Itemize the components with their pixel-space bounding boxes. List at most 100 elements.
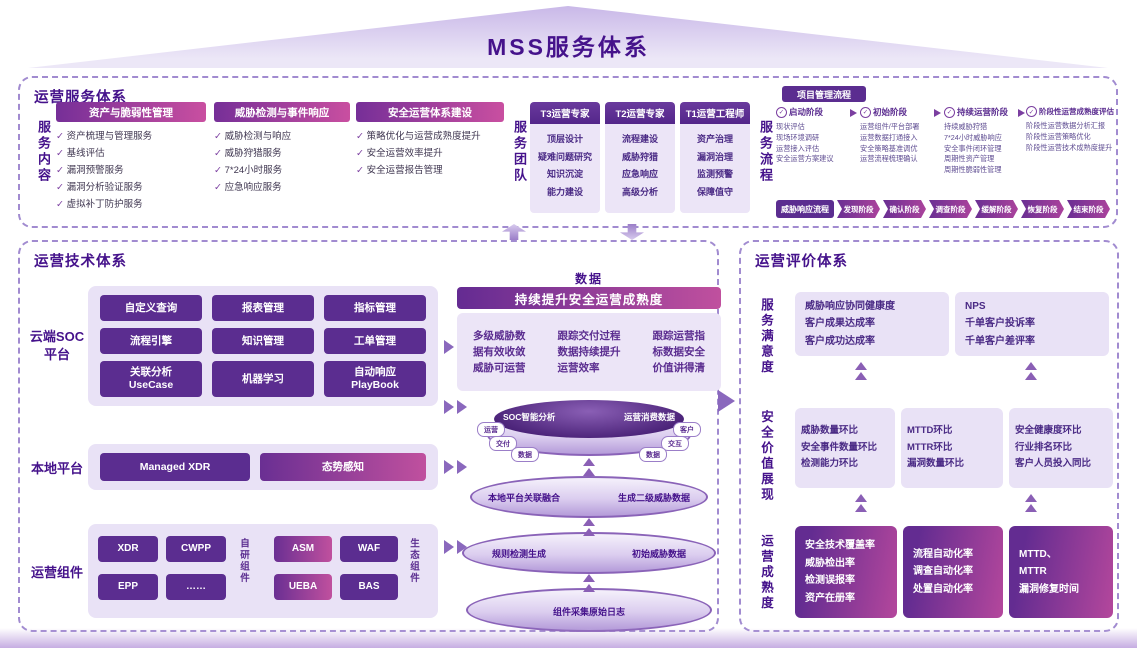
local-box-situation-awareness: 态势感知 bbox=[260, 453, 426, 481]
team-card-header: T1运营工程师 bbox=[680, 102, 750, 124]
arrow-right-icon bbox=[850, 109, 857, 117]
check-item: 虚拟补丁防护服务 bbox=[56, 196, 206, 210]
benefits-panel: 多级威胁数 据有效收敛 威胁可运营 跟踪交付过程 数据持续提升 运营效率 跟踪运… bbox=[457, 313, 721, 391]
team-card-t3: T3运营专家 顶层设计 疑难问题研究 知识沉淀 能力建设 bbox=[530, 102, 600, 213]
component-box-cwpp: CWPP bbox=[166, 536, 226, 562]
component-box-waf: WAF bbox=[340, 536, 398, 562]
tier-label-right: 生成二级威胁数据 bbox=[617, 493, 690, 503]
data-label: 数据 bbox=[574, 272, 603, 286]
stage-name-text: 启动阶段 bbox=[789, 107, 824, 117]
benefit-text: 跟踪运营指 标数据安全 价值讲得清 bbox=[652, 329, 706, 375]
component-box-xdr: XDR bbox=[98, 536, 158, 562]
evaluation-section-title: 运营评价体系 bbox=[755, 254, 848, 270]
column-item-list: 资产梳理与管理服务 基线评估 漏洞预警服务 漏洞分析验证服务 虚拟补丁防护服务 bbox=[56, 128, 206, 210]
team-item: 漏洞治理 bbox=[696, 151, 733, 162]
threat-stage: 调查阶段 bbox=[929, 200, 972, 218]
value-label: 安全价值展现 bbox=[759, 410, 773, 503]
local-platform-label: 本地平台 bbox=[30, 461, 83, 476]
arrow-right-icon bbox=[718, 390, 735, 412]
team-item: 顶层设计 bbox=[546, 134, 583, 144]
team-cards: T3运营专家 顶层设计 疑难问题研究 知识沉淀 能力建设 T2运营专家 流程建设… bbox=[530, 102, 750, 213]
tech-system-section: 运营技术体系 云端SOC 平台 自定义查询 报表管理 指标管理 流程引擎 知识管… bbox=[18, 240, 721, 632]
threat-stage: 确认阶段 bbox=[883, 200, 926, 218]
service-process-label: 服务流程 bbox=[758, 120, 773, 184]
team-card-body: 顶层设计 疑难问题研究 知识沉淀 能力建设 bbox=[530, 124, 600, 213]
maturity-box: 流程自动化率 调查自动化率 处置自动化率 bbox=[903, 526, 1003, 618]
stage-name: 阶段性运营成熟度评估 bbox=[1026, 106, 1118, 117]
team-item: 资产治理 bbox=[696, 134, 733, 144]
maturity-box: MTTD、 MTTR 漏洞修复时间 bbox=[1009, 526, 1113, 618]
check-item: 漏洞预警服务 bbox=[56, 162, 206, 176]
cloud-box: 机器学习 bbox=[212, 361, 314, 397]
maturity-header: 持续提升安全运营成熟度 bbox=[457, 287, 721, 309]
benefit-text: 跟踪交付过程 数据持续提升 运营效率 bbox=[557, 329, 621, 375]
team-item: 疑难问题研究 bbox=[537, 151, 592, 162]
up-chevrons-icon bbox=[583, 458, 595, 476]
stage-name-text: 阶段性运营成熟度评估 bbox=[1039, 107, 1114, 116]
tier-label-left: 本地平台关联融合 bbox=[488, 493, 561, 503]
tier-raw-logs: 组件采集原始日志 bbox=[466, 588, 712, 632]
cloud-box: 指标管理 bbox=[324, 295, 426, 321]
up-chevrons-icon bbox=[855, 362, 867, 380]
team-card-body: 流程建设 威胁狩猎 应急响应 高级分析 bbox=[605, 124, 675, 213]
self-dev-label: 自研组件 bbox=[238, 538, 249, 584]
bottom-glow bbox=[0, 628, 1137, 648]
threat-flow-label: 威胁响应流程 bbox=[776, 200, 834, 218]
right-chevrons-icon bbox=[444, 400, 467, 414]
satisfaction-label: 服务满意度 bbox=[759, 298, 773, 376]
local-platform-panel: Managed XDR 态势感知 bbox=[88, 444, 438, 490]
cloud-box: 自定义查询 bbox=[100, 295, 202, 321]
stage-name: 持续运营阶段 bbox=[944, 106, 1022, 118]
team-card-t2: T2运营专家 流程建设 威胁狩猎 应急响应 高级分析 bbox=[605, 102, 675, 213]
service-content-label: 服务内容 bbox=[36, 120, 51, 184]
tier-label-center: 组件采集原始日志 bbox=[552, 607, 625, 617]
cloud-box: 自动响应 PlayBook bbox=[324, 361, 426, 397]
stage-name-text: 持续运营阶段 bbox=[957, 107, 1009, 117]
arrow-right-icon bbox=[934, 109, 941, 117]
team-card-header: T3运营专家 bbox=[530, 102, 600, 124]
team-item: 威胁狩猎 bbox=[621, 151, 658, 162]
tech-section-title: 运营技术体系 bbox=[34, 254, 127, 270]
component-box-ueba: UEBA bbox=[274, 574, 332, 600]
satisfaction-box: 威胁响应协同健康度 客户成果达成率 客户成功达成率 bbox=[795, 292, 949, 356]
stage-items: 现状评估 现场环境调研 运营接入评估 安全运营方案建议 bbox=[776, 122, 834, 164]
check-item: 7*24小时服务 bbox=[214, 162, 350, 176]
maturity-label: 运营成熟度 bbox=[759, 534, 773, 612]
component-box-asm: ASM bbox=[274, 536, 332, 562]
up-chevrons-icon bbox=[855, 494, 867, 512]
column-header: 资产与脆弱性管理 bbox=[56, 102, 206, 122]
team-item: 应急响应 bbox=[621, 169, 658, 180]
tier-label-left: SOC智能分析 bbox=[503, 412, 556, 422]
up-chevrons-icon bbox=[1025, 494, 1037, 512]
value-box: 安全健康度环比 行业排名环比 客户人员投入同比 bbox=[1009, 408, 1113, 488]
satisfaction-box: NPS 千单客户投诉率 千单客户差评率 bbox=[955, 292, 1109, 356]
project-flow: 项目管理流程 启动阶段 现状评估 现场环境调研 运营接入评估 安全运营方案建议 … bbox=[776, 86, 1118, 224]
component-box-epp: EPP bbox=[98, 574, 158, 600]
threat-response-flow: 威胁响应流程 发现阶段 确认阶段 调查阶段 缓解阶段 恢复阶段 结束阶段 bbox=[776, 200, 1118, 218]
project-flow-header: 项目管理流程 bbox=[782, 86, 866, 102]
benefit-text: 多级威胁数 据有效收敛 威胁可运营 bbox=[473, 329, 526, 375]
project-stage-start: 启动阶段 现状评估 现场环境调研 运营接入评估 安全运营方案建议 bbox=[776, 106, 852, 165]
up-chevrons-icon bbox=[583, 574, 595, 592]
value-box: MTTD环比 MTTR环比 漏洞数量环比 bbox=[901, 408, 1003, 488]
tier-ellipse bbox=[470, 476, 708, 518]
content-column-asset: 资产与脆弱性管理 资产梳理与管理服务 基线评估 漏洞预警服务 漏洞分析验证服务 … bbox=[56, 102, 206, 213]
check-circle-icon bbox=[944, 106, 955, 118]
tier-label-right: 初始威胁数据 bbox=[631, 549, 686, 559]
check-item: 威胁狩猎服务 bbox=[214, 145, 350, 159]
project-stage-initial: 初始阶段 运营组件/平台部署 运营数据打通接入 安全策略基准调优 运营流程梳理确… bbox=[860, 106, 936, 165]
cloud-box-grid: 自定义查询 报表管理 指标管理 流程引擎 知识管理 工单管理 关联分析 UseC… bbox=[88, 286, 438, 406]
column-item-list: 策略优化与运营成熟度提升 安全运营效率提升 安全运营报告管理 bbox=[356, 128, 504, 176]
check-item: 资产梳理与管理服务 bbox=[56, 128, 206, 142]
check-item: 策略优化与运营成熟度提升 bbox=[356, 128, 504, 142]
tier-correlation: 本地平台关联融合 生成二级威胁数据 bbox=[470, 476, 708, 518]
check-item: 基线评估 bbox=[56, 145, 206, 159]
check-circle-icon bbox=[860, 106, 871, 118]
data-chip: 数据 bbox=[511, 447, 539, 462]
right-chevrons-icon bbox=[444, 460, 467, 474]
components-panel: XDR CWPP EPP …… 自研组件 ASM WAF UEBA BAS 生态… bbox=[88, 524, 438, 618]
check-circle-icon bbox=[776, 106, 787, 118]
stage-name-text: 初始阶段 bbox=[873, 107, 908, 117]
maturity-box: 安全技术覆盖率 威胁检出率 检测误报率 资产在册率 bbox=[795, 526, 897, 618]
team-item: 保障值守 bbox=[696, 186, 733, 197]
